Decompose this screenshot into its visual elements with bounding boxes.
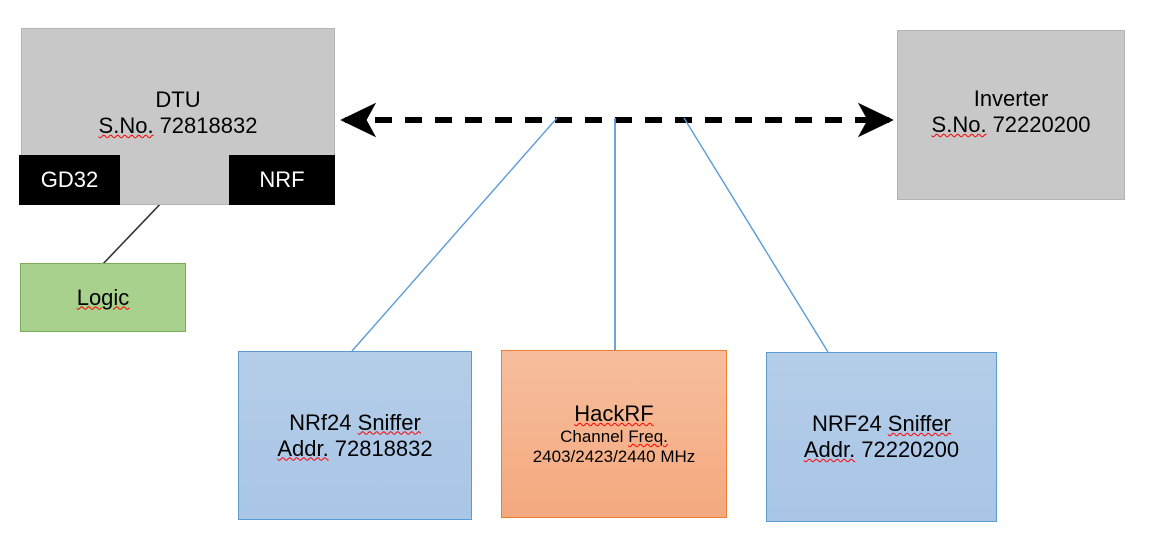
dtu-title: DTU (155, 87, 201, 112)
nrf-label: NRF (259, 167, 305, 193)
hackrf-channel-label: Channel Freq. (560, 426, 668, 446)
node-sniffer-left[interactable]: NRf24 Sniffer Addr.72818832 (238, 351, 472, 520)
node-gd32[interactable]: GD32 (19, 155, 120, 205)
sniffer-left-address: Addr.72818832 (277, 435, 433, 461)
sniffer-right-title: NRF24 Sniffer (812, 411, 951, 437)
hackrf-frequencies: 2403/2423/2440 MHz (532, 446, 696, 466)
logic-label: Logic (76, 284, 130, 310)
sniffer-right-address: Addr.72220200 (803, 437, 960, 462)
dtu-serial: S.No.72818832 (98, 112, 258, 138)
node-sniffer-right[interactable]: NRF24 Sniffer Addr.72220200 (766, 352, 997, 522)
connector-sniffer-right-tap (683, 117, 829, 353)
hackrf-title: HackRF (574, 400, 654, 426)
node-inverter[interactable]: Inverter S.No.72220200 (897, 30, 1125, 200)
inverter-serial: S.No.72220200 (931, 111, 1091, 137)
inverter-title: Inverter (973, 86, 1049, 111)
connector-sniffer-left-tap (351, 117, 558, 352)
gd32-label: GD32 (40, 167, 99, 193)
node-logic[interactable]: Logic (20, 263, 186, 332)
node-nrf[interactable]: NRF (229, 155, 335, 205)
sniffer-left-title: NRf24 Sniffer (289, 409, 421, 435)
node-hackrf[interactable]: HackRF Channel Freq. 2403/2423/2440 MHz (501, 350, 727, 518)
